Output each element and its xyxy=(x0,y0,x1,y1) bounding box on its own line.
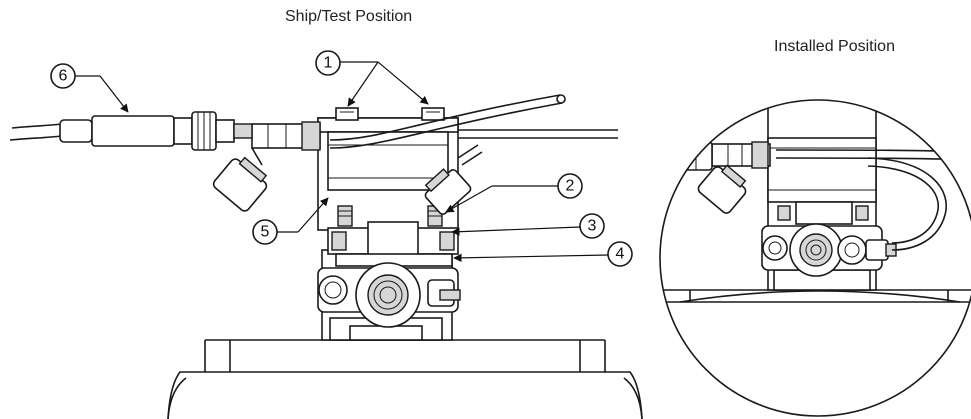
callout-4-label: 4 xyxy=(616,246,625,263)
callout-5-label: 5 xyxy=(261,224,270,241)
pressure-transducer xyxy=(9,111,253,151)
installed-detail xyxy=(659,99,971,417)
callout-1: 1 xyxy=(315,50,429,107)
tank xyxy=(167,339,643,419)
callout-4: 4 xyxy=(453,241,633,267)
callout-3-label: 3 xyxy=(588,218,597,235)
lower-bracket xyxy=(327,205,459,267)
caption-ship-test-position: Ship/Test Position xyxy=(285,8,413,25)
callout-2-label: 2 xyxy=(566,178,575,195)
callout-6-label: 6 xyxy=(59,68,68,85)
callout-6: 6 xyxy=(50,63,129,113)
callout-1-label: 1 xyxy=(324,55,333,72)
right-tubing xyxy=(329,94,618,149)
caption-installed-position: Installed Position xyxy=(774,38,895,55)
left-fittings xyxy=(212,121,321,212)
callout-5: 5 xyxy=(252,197,329,245)
callout-3: 3 xyxy=(451,213,605,239)
solenoid-valve xyxy=(317,262,461,328)
pressure-switch xyxy=(424,144,483,215)
ship-test-assembly: 1 6 2 3 4 5 xyxy=(9,50,643,419)
detail-circle xyxy=(659,99,971,417)
callout-2: 2 xyxy=(445,173,583,213)
